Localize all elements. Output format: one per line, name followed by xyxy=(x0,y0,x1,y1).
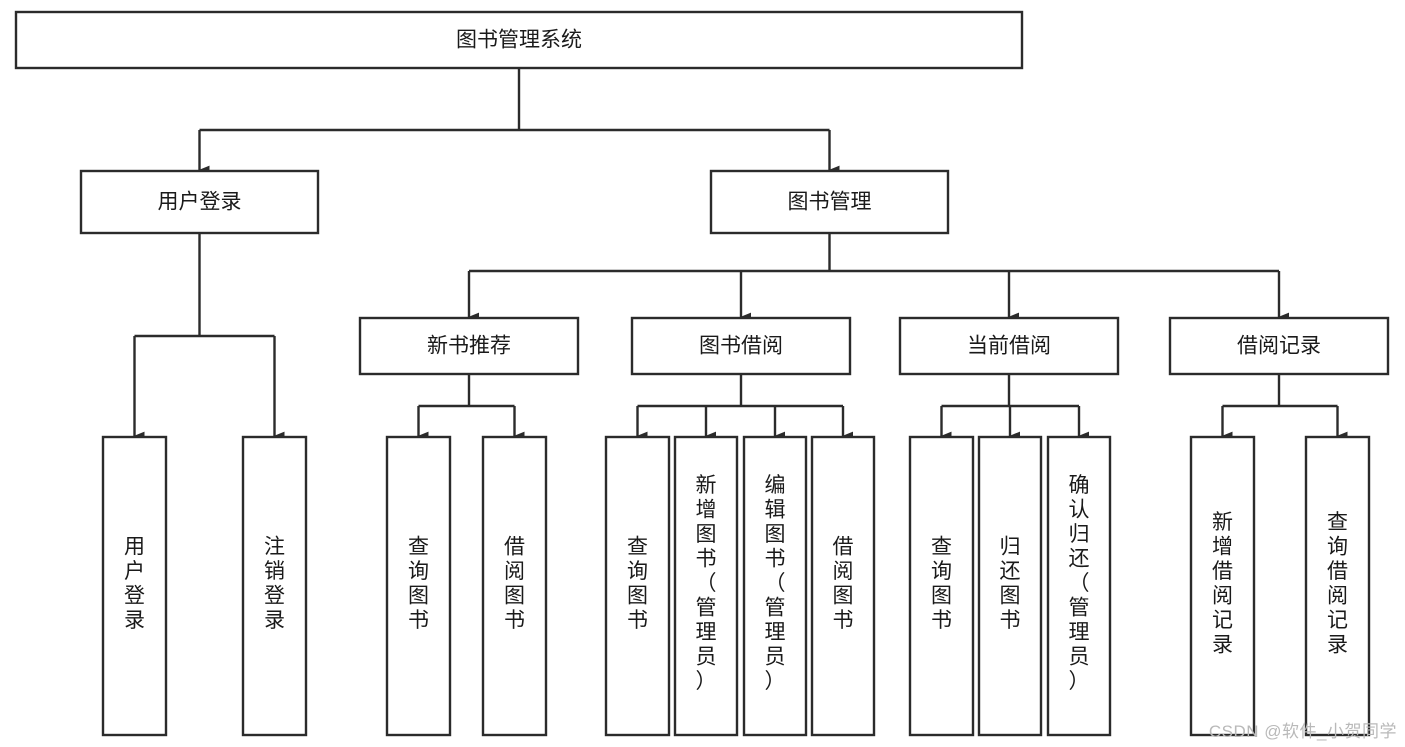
level2-box[interactable] xyxy=(79,169,320,235)
level3-label: 借阅记录 xyxy=(1237,335,1321,358)
root-label: 图书管理系统 xyxy=(456,29,582,52)
level2-label: 用户登录 xyxy=(158,191,242,214)
leaf-label: 借阅图书 xyxy=(833,535,854,632)
connector-layer xyxy=(133,68,1348,441)
leaf-box[interactable] xyxy=(604,435,671,737)
leaf-node[interactable]: 注销登录 xyxy=(241,435,308,737)
level2-label: 图书管理 xyxy=(788,191,872,214)
level2-node[interactable]: 用户登录 xyxy=(79,169,320,235)
level3-node[interactable]: 当前借阅 xyxy=(898,316,1120,376)
level2-box[interactable] xyxy=(709,169,950,235)
leaf-box[interactable] xyxy=(1304,435,1371,737)
root-node[interactable]: 图书管理系统 xyxy=(14,10,1024,70)
leaf-label: 查询图书 xyxy=(408,535,429,632)
level3-label: 当前借阅 xyxy=(967,335,1051,358)
leaf-node[interactable]: 查询图书 xyxy=(604,435,671,737)
level3-label: 图书借阅 xyxy=(699,335,783,358)
leaf-box[interactable] xyxy=(977,435,1043,737)
leaf-node[interactable]: 新增借阅记录 xyxy=(1189,435,1256,737)
leaf-box[interactable] xyxy=(810,435,876,737)
leaf-node[interactable]: 查询借阅记录 xyxy=(1304,435,1371,737)
leaf-box[interactable] xyxy=(241,435,308,737)
leaf-node[interactable]: 查询图书 xyxy=(385,435,452,737)
leaf-node[interactable]: 用户登录 xyxy=(101,435,168,737)
leaf-label: 查询图书 xyxy=(931,535,952,632)
level3-box[interactable] xyxy=(1168,316,1390,376)
leaf-node[interactable]: 查询图书 xyxy=(908,435,975,737)
leaf-box[interactable] xyxy=(1189,435,1256,737)
leaf-label: 新增图书（管理员） xyxy=(696,474,717,693)
leaf-box[interactable] xyxy=(742,435,808,737)
leaf-label: 归还图书 xyxy=(1000,535,1021,632)
leaf-label: 查询图书 xyxy=(627,535,648,632)
leaf-box[interactable] xyxy=(908,435,975,737)
leaf-box[interactable] xyxy=(1046,435,1112,737)
level3-node[interactable]: 新书推荐 xyxy=(358,316,580,376)
leaf-label: 注销登录 xyxy=(264,535,285,632)
leaf-node[interactable]: 借阅图书 xyxy=(481,435,548,737)
leaf-node[interactable]: 编辑图书（管理员） xyxy=(742,435,808,737)
leaf-label: 编辑图书（管理员） xyxy=(765,474,786,693)
level3-label: 新书推荐 xyxy=(427,335,511,358)
leaf-label: 查询借阅记录 xyxy=(1327,511,1348,657)
leaf-node[interactable]: 归还图书 xyxy=(977,435,1043,737)
leaf-node[interactable]: 新增图书（管理员） xyxy=(673,435,739,737)
level3-node[interactable]: 借阅记录 xyxy=(1168,316,1390,376)
leaf-label: 借阅图书 xyxy=(504,535,525,632)
leaf-label: 用户登录 xyxy=(124,535,145,632)
leaf-box[interactable] xyxy=(481,435,548,737)
leaf-box[interactable] xyxy=(101,435,168,737)
root-box[interactable] xyxy=(14,10,1024,70)
leaf-node[interactable]: 确认归还（管理员） xyxy=(1046,435,1112,737)
leaf-box[interactable] xyxy=(385,435,452,737)
level3-box[interactable] xyxy=(898,316,1120,376)
leaf-node[interactable]: 借阅图书 xyxy=(810,435,876,737)
level2-node[interactable]: 图书管理 xyxy=(709,169,950,235)
node-layer: 图书管理系统用户登录图书管理新书推荐图书借阅当前借阅借阅记录用户登录注销登录查询… xyxy=(14,10,1390,737)
leaf-label: 确认归还（管理员） xyxy=(1069,474,1090,693)
leaf-box[interactable] xyxy=(673,435,739,737)
level3-node[interactable]: 图书借阅 xyxy=(630,316,852,376)
level3-box[interactable] xyxy=(630,316,852,376)
level3-box[interactable] xyxy=(358,316,580,376)
leaf-label: 新增借阅记录 xyxy=(1212,511,1233,657)
